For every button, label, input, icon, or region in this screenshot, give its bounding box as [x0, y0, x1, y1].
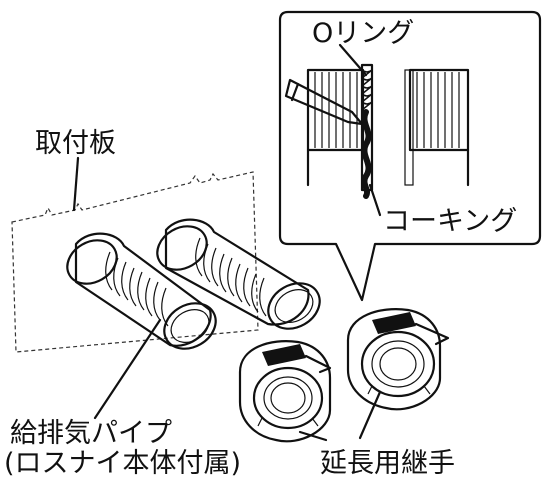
caulking-bead — [361, 109, 372, 199]
mounting-plate — [11, 156, 259, 353]
caulking-label: コーキング — [383, 206, 517, 237]
coupling-label: 延長用継手 — [320, 448, 455, 479]
pipe-label-line1: 給排気パイプ — [10, 418, 172, 449]
o-ring-mark — [360, 69, 373, 111]
exhaust-pipe-left — [66, 232, 217, 420]
caulking-nozzle — [284, 78, 364, 126]
detail-cross-section — [284, 43, 470, 217]
pipe-label-line2: (ロスナイ本体付属) — [4, 448, 241, 479]
o-ring-label: Oリング — [312, 18, 414, 49]
detail-callout — [278, 10, 542, 302]
exhaust-pipe-right — [156, 218, 321, 330]
coupling-right — [298, 308, 450, 442]
coupling-left — [238, 340, 332, 443]
mounting-plate-label: 取付板 — [35, 128, 116, 159]
